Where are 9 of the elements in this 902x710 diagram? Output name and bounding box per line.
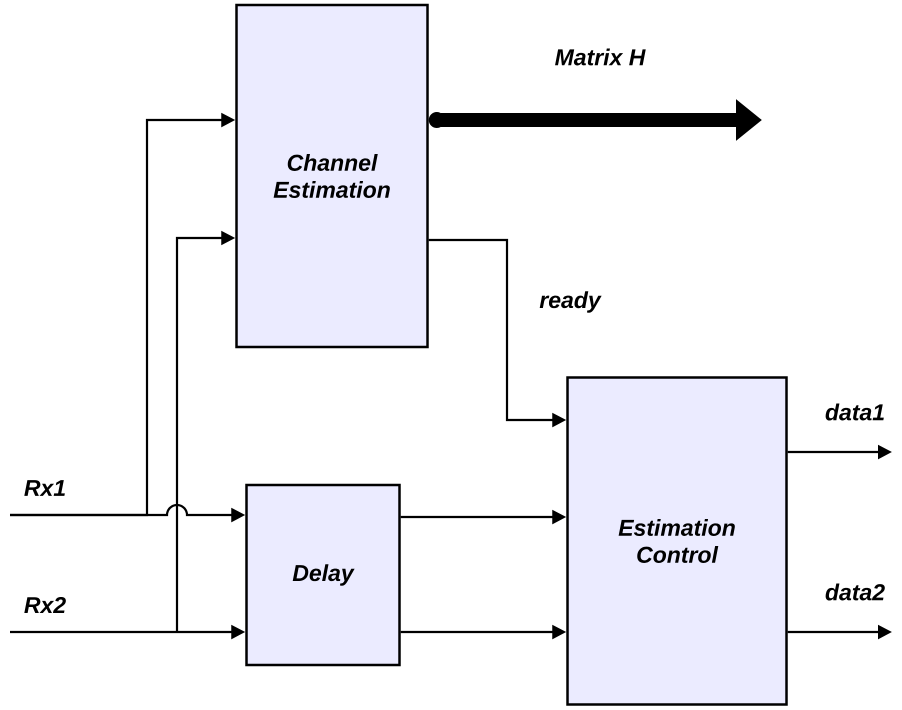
edge-label: Rx1 (22, 478, 68, 498)
process-box: Delay (245, 484, 401, 666)
edge-label: data1 (822, 402, 888, 422)
edge-label: ready (537, 289, 603, 315)
edge-label: Rx2 (22, 594, 68, 616)
edge-label: data2 (822, 582, 888, 602)
edge-label: Matrix H (552, 46, 648, 68)
process-box: Estimation Control (566, 376, 788, 706)
process-box: Channel Estimation (235, 4, 429, 348)
